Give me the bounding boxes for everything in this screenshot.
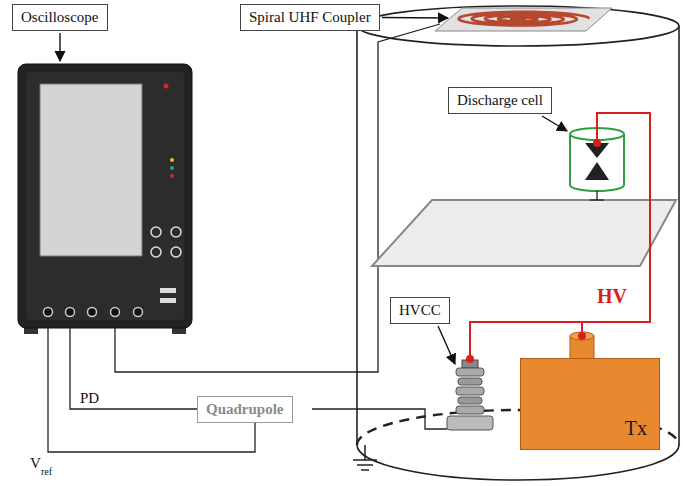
signal-subscript: ref [41, 467, 52, 477]
leader-arrow [438, 326, 455, 364]
ground-symbol [353, 445, 377, 470]
label-box: Spiral UHF Coupler [240, 4, 380, 31]
oscilloscope-illustration [18, 64, 192, 334]
node-label: Spiral UHF Coupler [249, 9, 371, 26]
hvcc-capacitor [447, 355, 493, 430]
leader-arrow [382, 17, 448, 19]
instrument-box: Quadrupole [197, 396, 293, 423]
label-box: Oscilloscope [12, 4, 108, 31]
hv-terminal [593, 139, 601, 147]
leader-arrow [59, 33, 60, 61]
transformer-bushing [570, 332, 594, 360]
node-label: Oscilloscope [21, 9, 99, 26]
spiral-trace [459, 12, 590, 26]
voltage-label: HV [597, 286, 627, 306]
coupler-plate [435, 8, 612, 31]
signal-wires [48, 317, 447, 452]
leader-arrows [60, 18, 567, 365]
node-label: Quadrupole [206, 401, 284, 418]
transformer-box: Tx [520, 358, 660, 450]
spiral-coupler [459, 12, 590, 26]
signal-name: PD [80, 391, 99, 406]
node-label: HVCC [399, 302, 441, 319]
signal-name: V [30, 456, 41, 471]
node-label: Tx [625, 417, 647, 439]
label-box: HVCC [390, 297, 450, 324]
ground-plane [372, 200, 676, 266]
node-label: Discharge cell [457, 92, 543, 109]
leader-arrow [542, 116, 567, 131]
label-box: Discharge cell [448, 87, 552, 114]
hv-wiring [470, 113, 650, 358]
